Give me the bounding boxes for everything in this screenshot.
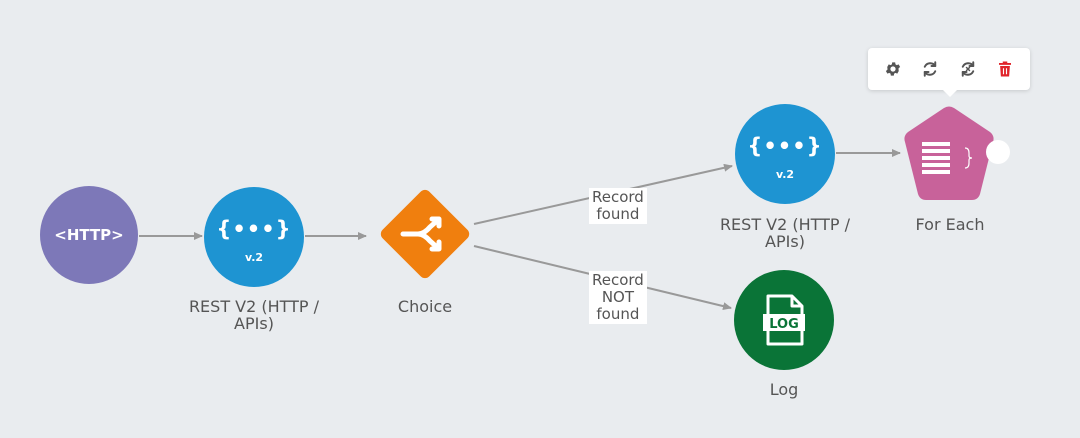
choice-node[interactable] xyxy=(368,177,482,291)
log-node[interactable]: LOG xyxy=(734,270,834,370)
sync-icon[interactable] xyxy=(954,55,982,83)
node-toolbar xyxy=(868,48,1030,97)
http-node[interactable]: <HTTP> xyxy=(40,186,138,284)
svg-text:LOG: LOG xyxy=(769,317,799,332)
for-each-icon xyxy=(922,142,973,174)
rest-version-badge: v.2 xyxy=(244,250,264,264)
refresh-icon[interactable] xyxy=(916,55,944,83)
rest-version-badge: v.2 xyxy=(775,167,795,181)
for-each-node[interactable] xyxy=(896,104,1006,204)
edge-label-record-found: Record found xyxy=(589,188,647,224)
for-each-output-port[interactable] xyxy=(986,140,1010,164)
rest-v2-node-2-label: REST V2 (HTTP / APIs) xyxy=(719,215,851,251)
choice-node-label: Choice xyxy=(397,297,453,316)
log-file-icon: LOG xyxy=(763,294,805,346)
for-each-node-label: For Each xyxy=(915,215,985,234)
edge-label-record-not-found: Record NOT found xyxy=(589,271,647,324)
rest-braces-icon: {•••} xyxy=(216,216,292,241)
split-icon xyxy=(400,216,442,252)
rest-v2-node[interactable]: {•••} v.2 xyxy=(204,187,304,287)
http-node-label: <HTTP> xyxy=(54,226,124,244)
rest-v2-node-2[interactable]: {•••} v.2 xyxy=(735,104,835,204)
trash-icon[interactable] xyxy=(991,55,1019,83)
rest-braces-icon: {•••} xyxy=(747,133,823,158)
rest-v2-node-label: REST V2 (HTTP / APIs) xyxy=(188,297,320,333)
log-node-label: Log xyxy=(769,380,799,399)
gear-icon[interactable] xyxy=(879,55,907,83)
